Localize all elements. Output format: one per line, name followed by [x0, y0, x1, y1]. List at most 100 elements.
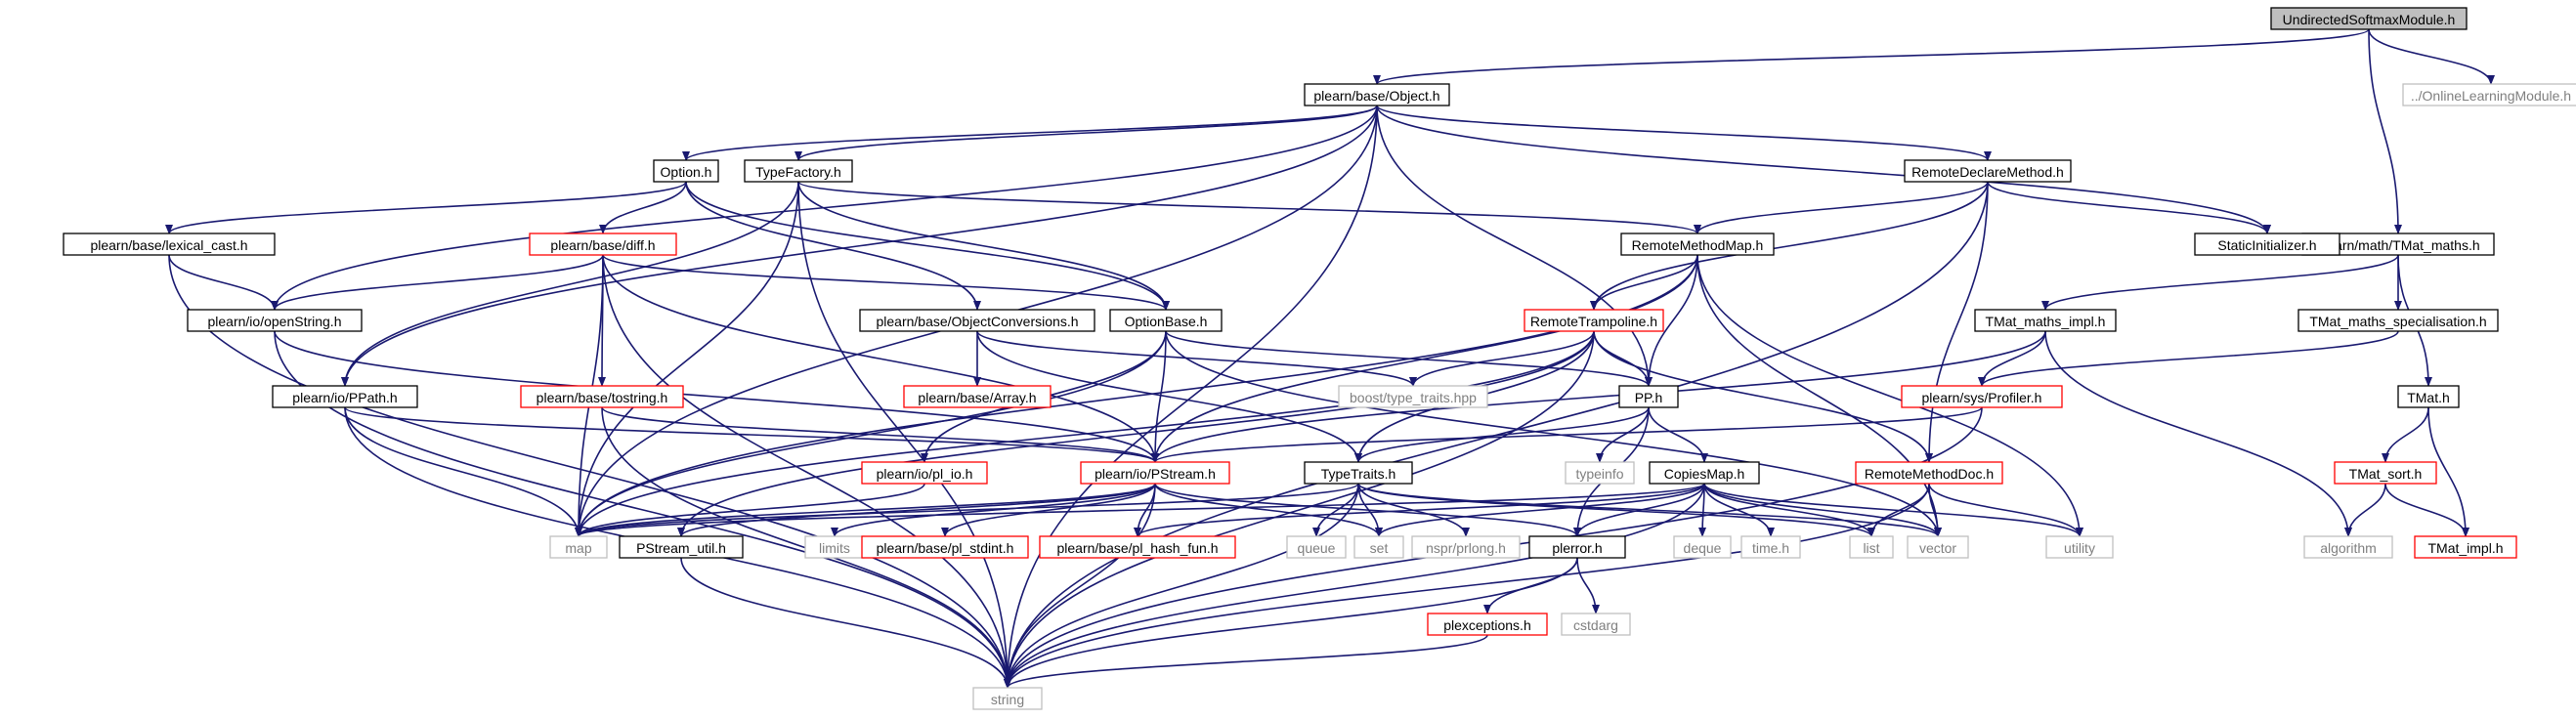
node-label: Option.h: [661, 164, 712, 180]
node-box: [1620, 233, 1775, 256]
node-option-base[interactable]: OptionBase.h: [1109, 309, 1223, 332]
node-label: RemoteDeclareMethod.h: [1911, 164, 2064, 180]
node-box: [619, 535, 744, 559]
node-label: plearn/io/PStream.h: [1095, 466, 1216, 482]
node-plexceptions[interactable]: plexceptions.h: [1427, 613, 1548, 636]
edge-tmat-sort-to-tmat-impl: [2384, 483, 2469, 537]
node-lexical-cast[interactable]: plearn/base/lexical_cast.h: [63, 233, 276, 256]
node-box: [1740, 535, 1801, 559]
node-tmat-sort[interactable]: TMat_sort.h: [2334, 461, 2437, 485]
node-label: TMat_maths_specialisation.h: [2309, 314, 2486, 329]
node-object-conversions[interactable]: plearn/base/ObjectConversions.h: [859, 309, 1095, 332]
node-boost-type-traits: boost/type_traits.hpp: [1338, 385, 1488, 408]
node-box: [1907, 535, 1969, 559]
node-type-traits[interactable]: TypeTraits.h: [1304, 461, 1413, 485]
node-label: TypeTraits.h: [1321, 466, 1396, 482]
node-label: StaticInitializer.h: [2217, 237, 2316, 253]
node-box: [653, 159, 719, 183]
node-box: [549, 535, 608, 559]
node-label: plexceptions.h: [1443, 617, 1531, 633]
edge-type-traits-to-string: [1004, 483, 1359, 689]
edge-object-to-open-string: [271, 105, 1378, 311]
node-box: [861, 535, 1029, 559]
edge-type-factory-to-option-base: [797, 181, 1170, 311]
node-tmat-impl[interactable]: TMat_impl.h: [2414, 535, 2517, 559]
node-label: plearn/base/Object.h: [1313, 88, 1439, 104]
node-box: [1427, 613, 1548, 636]
node-pstream-util[interactable]: PStream_util.h: [619, 535, 744, 559]
node-box: [2414, 535, 2517, 559]
node-box: [1904, 159, 2072, 183]
node-array[interactable]: plearn/base/Array.h: [903, 385, 1052, 408]
node-tmat-maths-impl[interactable]: TMat_maths_impl.h: [1974, 309, 2117, 332]
edge-plexceptions-to-string: [1004, 634, 1488, 689]
edge-option-to-object-conversions: [685, 181, 981, 311]
node-box: [187, 309, 363, 332]
node-profiler[interactable]: plearn/sys/Profiler.h: [1901, 385, 2063, 408]
node-box: [1901, 385, 2063, 408]
edge-object-conversions-to-type-traits: [976, 330, 1362, 463]
node-box: [520, 385, 684, 408]
node-pl-io[interactable]: plearn/io/pl_io.h: [861, 461, 988, 485]
node-type-factory[interactable]: TypeFactory.h: [744, 159, 853, 183]
node-cstdarg: cstdarg: [1561, 613, 1631, 636]
edge-remote-trampoline-to-boost-type-traits: [1409, 330, 1595, 387]
node-option[interactable]: Option.h: [653, 159, 719, 183]
node-utility: utility: [2045, 535, 2114, 559]
node-undirected-softmax-module[interactable]: UndirectedSoftmaxModule.h: [2270, 7, 2468, 30]
edge-remote-trampoline-to-string: [1004, 330, 1595, 689]
edge-undirected-softmax-module-to-online-learning-module: [2368, 28, 2495, 85]
edge-diff-to-string: [602, 254, 1011, 689]
node-remote-method-doc[interactable]: RemoteMethodDoc.h: [1855, 461, 2003, 485]
node-nspr-prlong: nspr/prlong.h: [1411, 535, 1521, 559]
node-label: RemoteTrampoline.h: [1530, 314, 1657, 329]
node-label: plearn/sys/Profiler.h: [1922, 390, 2042, 405]
node-label: TMat.h: [2407, 390, 2450, 405]
node-tmat-maths[interactable]: plearn/math/TMat_maths.h: [2301, 233, 2495, 256]
node-object[interactable]: plearn/base/Object.h: [1304, 83, 1450, 106]
edge-remote-trampoline-to-remote-method-doc: [1593, 330, 1933, 463]
edge-tmat-to-tmat-sort: [2382, 406, 2429, 463]
node-tostring[interactable]: plearn/base/tostring.h: [520, 385, 684, 408]
edge-copies-map-to-set: [1375, 483, 1705, 537]
node-box: [1109, 309, 1223, 332]
edge-object-to-pp: [1376, 105, 1653, 387]
node-pl-stdint[interactable]: plearn/base/pl_stdint.h: [861, 535, 1029, 559]
node-box: [859, 309, 1095, 332]
node-plerror[interactable]: plerror.h: [1528, 535, 1626, 559]
node-box: [2402, 83, 2576, 106]
node-remote-trampoline[interactable]: RemoteTrampoline.h: [1524, 309, 1664, 332]
node-pstream[interactable]: plearn/io/PStream.h: [1080, 461, 1230, 485]
node-diff[interactable]: plearn/base/diff.h: [529, 233, 677, 256]
edge-pp-to-type-traits: [1354, 406, 1650, 463]
node-pp[interactable]: PP.h: [1618, 385, 1679, 408]
edge-tmat-maths-specialisation-to-profiler: [1978, 330, 2399, 387]
node-label: list: [1863, 540, 1879, 556]
node-static-initializer[interactable]: StaticInitializer.h: [2194, 233, 2340, 256]
node-box: [903, 385, 1052, 408]
edge-option-to-lexical-cast: [165, 181, 687, 234]
edge-plerror-to-cstdarg: [1576, 557, 1600, 614]
node-typeinfo: typeinfo: [1565, 461, 1635, 485]
node-pl-hash-fun[interactable]: plearn/base/pl_hash_fun.h: [1039, 535, 1236, 559]
node-tmat-maths-specialisation[interactable]: TMat_maths_specialisation.h: [2297, 309, 2499, 332]
node-remote-declare-method[interactable]: RemoteDeclareMethod.h: [1904, 159, 2072, 183]
node-remote-method-map[interactable]: RemoteMethodMap.h: [1620, 233, 1775, 256]
edge-object-to-static-initializer: [1376, 105, 2271, 234]
node-tmat[interactable]: TMat.h: [2397, 385, 2460, 408]
edge-pl-io-to-map: [575, 483, 925, 537]
node-limits: limits: [804, 535, 865, 559]
node-label: TMat_impl.h: [2427, 540, 2503, 556]
edge-type-traits-to-vector: [1357, 483, 1942, 537]
node-copies-map[interactable]: CopiesMap.h: [1649, 461, 1760, 485]
node-box: [1849, 535, 1894, 559]
node-label: utility: [2064, 540, 2095, 556]
node-algorithm: algorithm: [2303, 535, 2393, 559]
node-box: [1855, 461, 2003, 485]
edge-tmat-maths-to-tmat-maths-impl: [2041, 254, 2399, 311]
node-open-string[interactable]: plearn/io/openString.h: [187, 309, 363, 332]
edge-diff-to-open-string: [271, 254, 604, 311]
node-box: [1080, 461, 1230, 485]
node-ppath[interactable]: plearn/io/PPath.h: [272, 385, 418, 408]
edge-profiler-to-pstream: [1151, 406, 1983, 463]
